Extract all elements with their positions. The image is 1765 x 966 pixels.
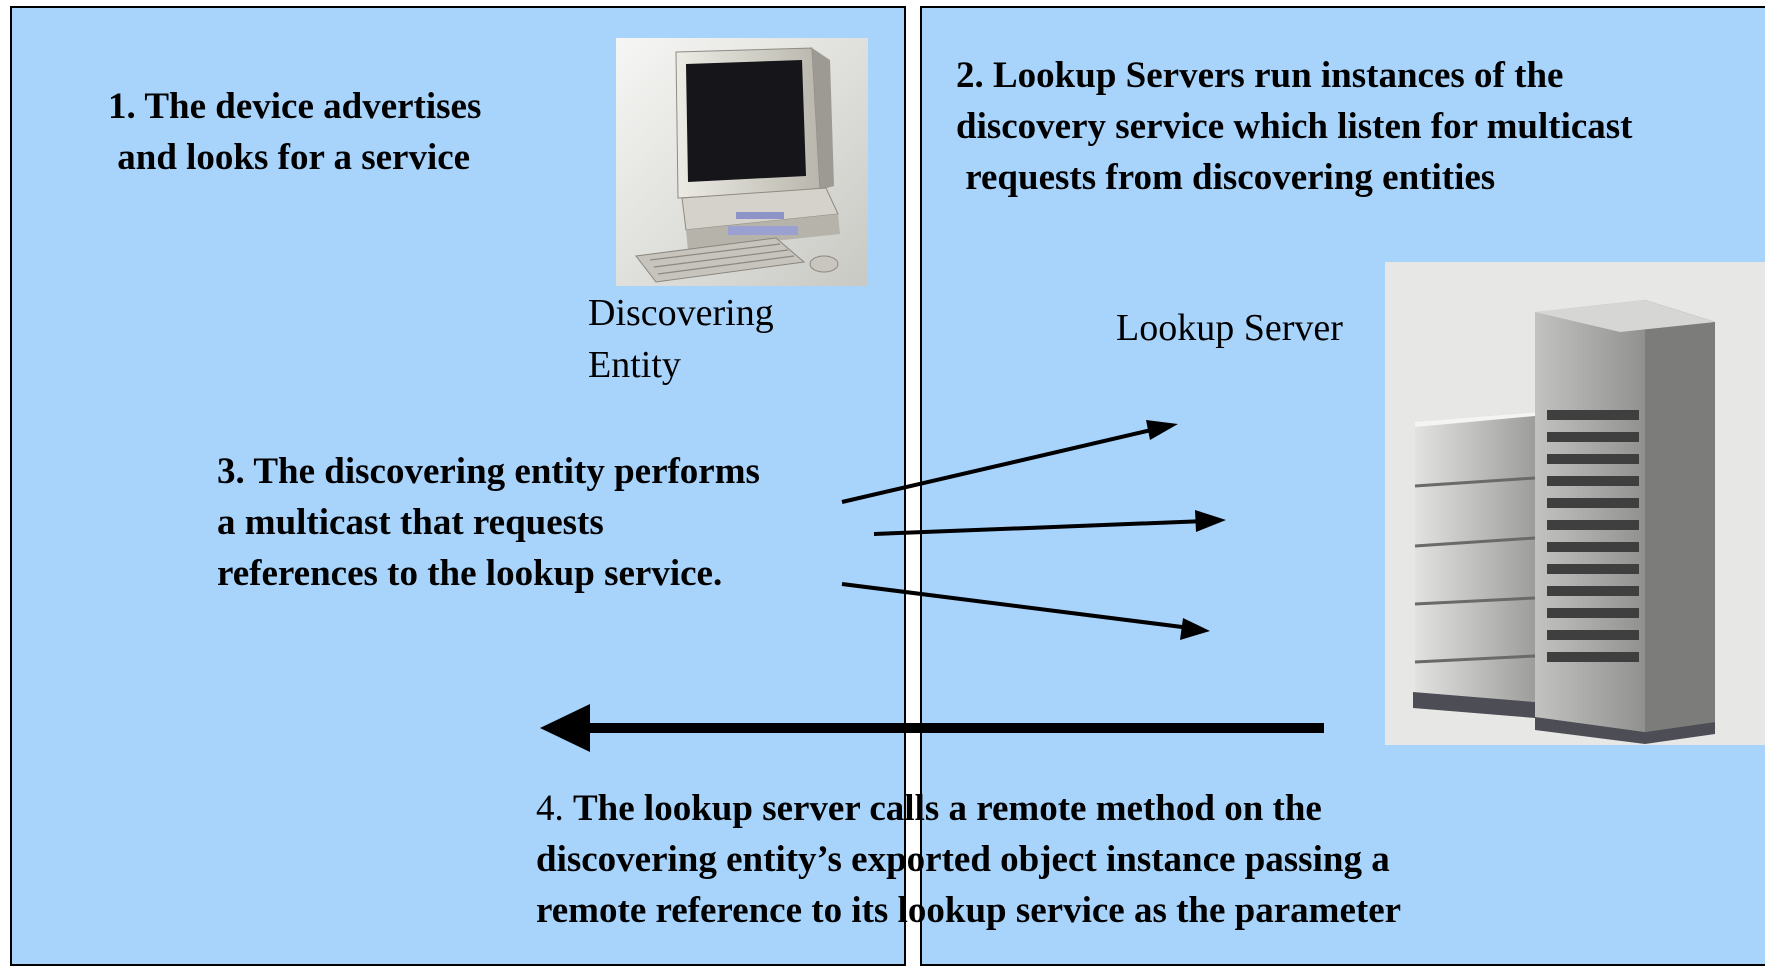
lookup-server-label: Lookup Server [1116, 307, 1343, 349]
response-arrowhead [540, 704, 590, 752]
multicast-arrow-3 [841, 582, 1191, 630]
desktop-computer-icon [616, 38, 868, 286]
multicast-arrow-1 [841, 426, 1161, 504]
multicast-arrowhead-1 [1146, 420, 1178, 440]
step-2-text: 2. Lookup Servers run instances of the d… [956, 55, 1633, 198]
step-4-body: The lookup server calls a remote method … [536, 788, 1402, 931]
multicast-arrow-2 [873, 519, 1207, 536]
multicast-arrowhead-3 [1180, 618, 1210, 640]
multicast-arrowhead-2 [1195, 510, 1226, 532]
server-tower-icon [1385, 262, 1765, 745]
step-3-text: 3. The discovering entity performs a mul… [217, 451, 760, 594]
step-4-text: 4. The lookup server calls a remote meth… [536, 783, 1401, 936]
step-4-number: 4. [536, 788, 573, 829]
discovering-entity-label: Discovering Entity [588, 292, 774, 386]
step-1-text: 1. The device advertises and looks for a… [108, 86, 482, 178]
